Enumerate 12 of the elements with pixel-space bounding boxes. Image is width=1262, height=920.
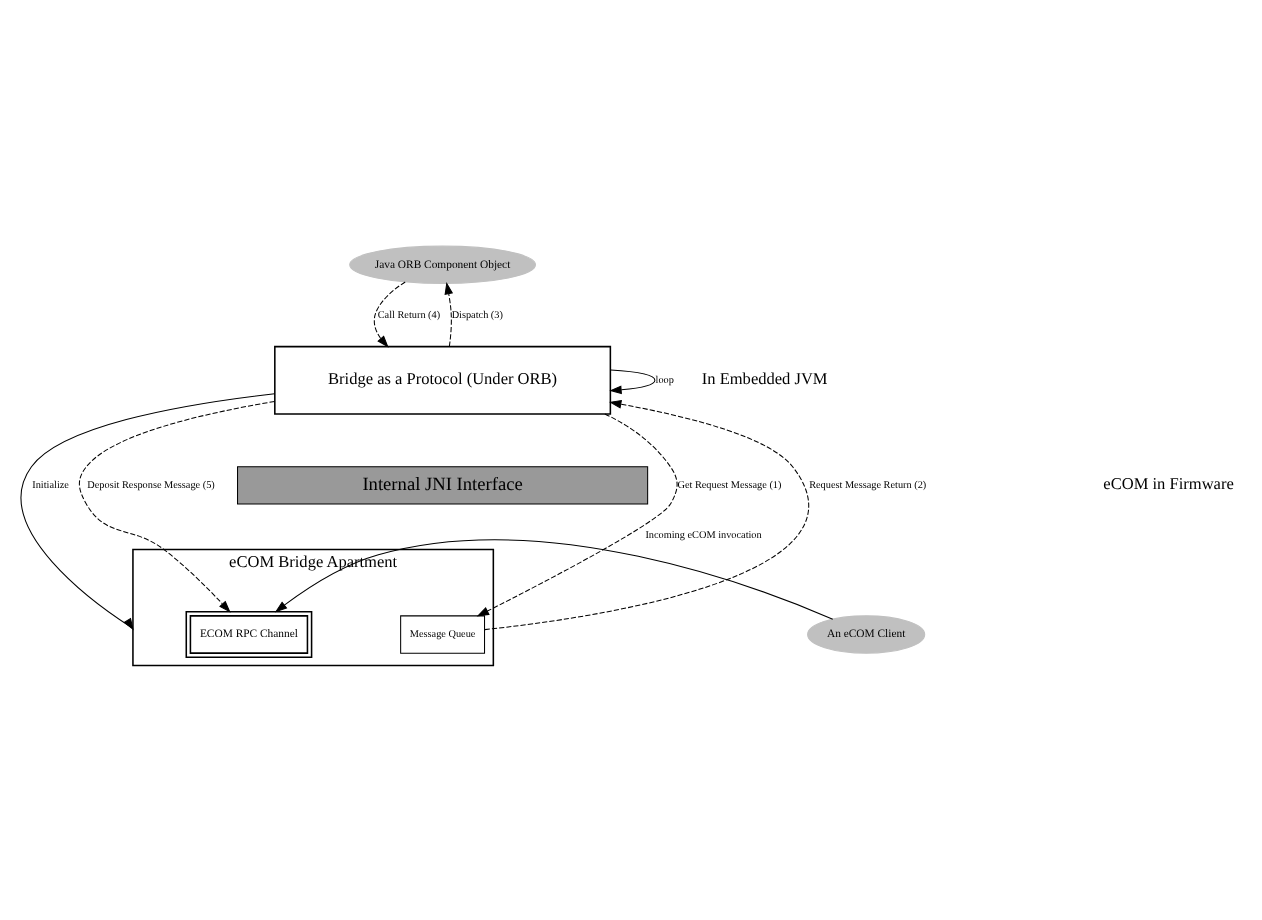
arrow: [78, 400, 276, 613]
arrow: [373, 281, 406, 348]
label: In Embedded JVM: [701, 370, 828, 389]
arrow: [274, 539, 834, 620]
node-box: Internal JNI Interface: [237, 466, 649, 505]
arrow: [20, 393, 276, 631]
label: eCOM in Firmware: [1103, 475, 1234, 494]
node-box: Bridge as a Protocol (Under ORB): [274, 345, 612, 415]
arrow: [484, 399, 808, 631]
arrow: [444, 281, 454, 348]
arrow: [476, 413, 678, 617]
arrow: [609, 369, 656, 395]
